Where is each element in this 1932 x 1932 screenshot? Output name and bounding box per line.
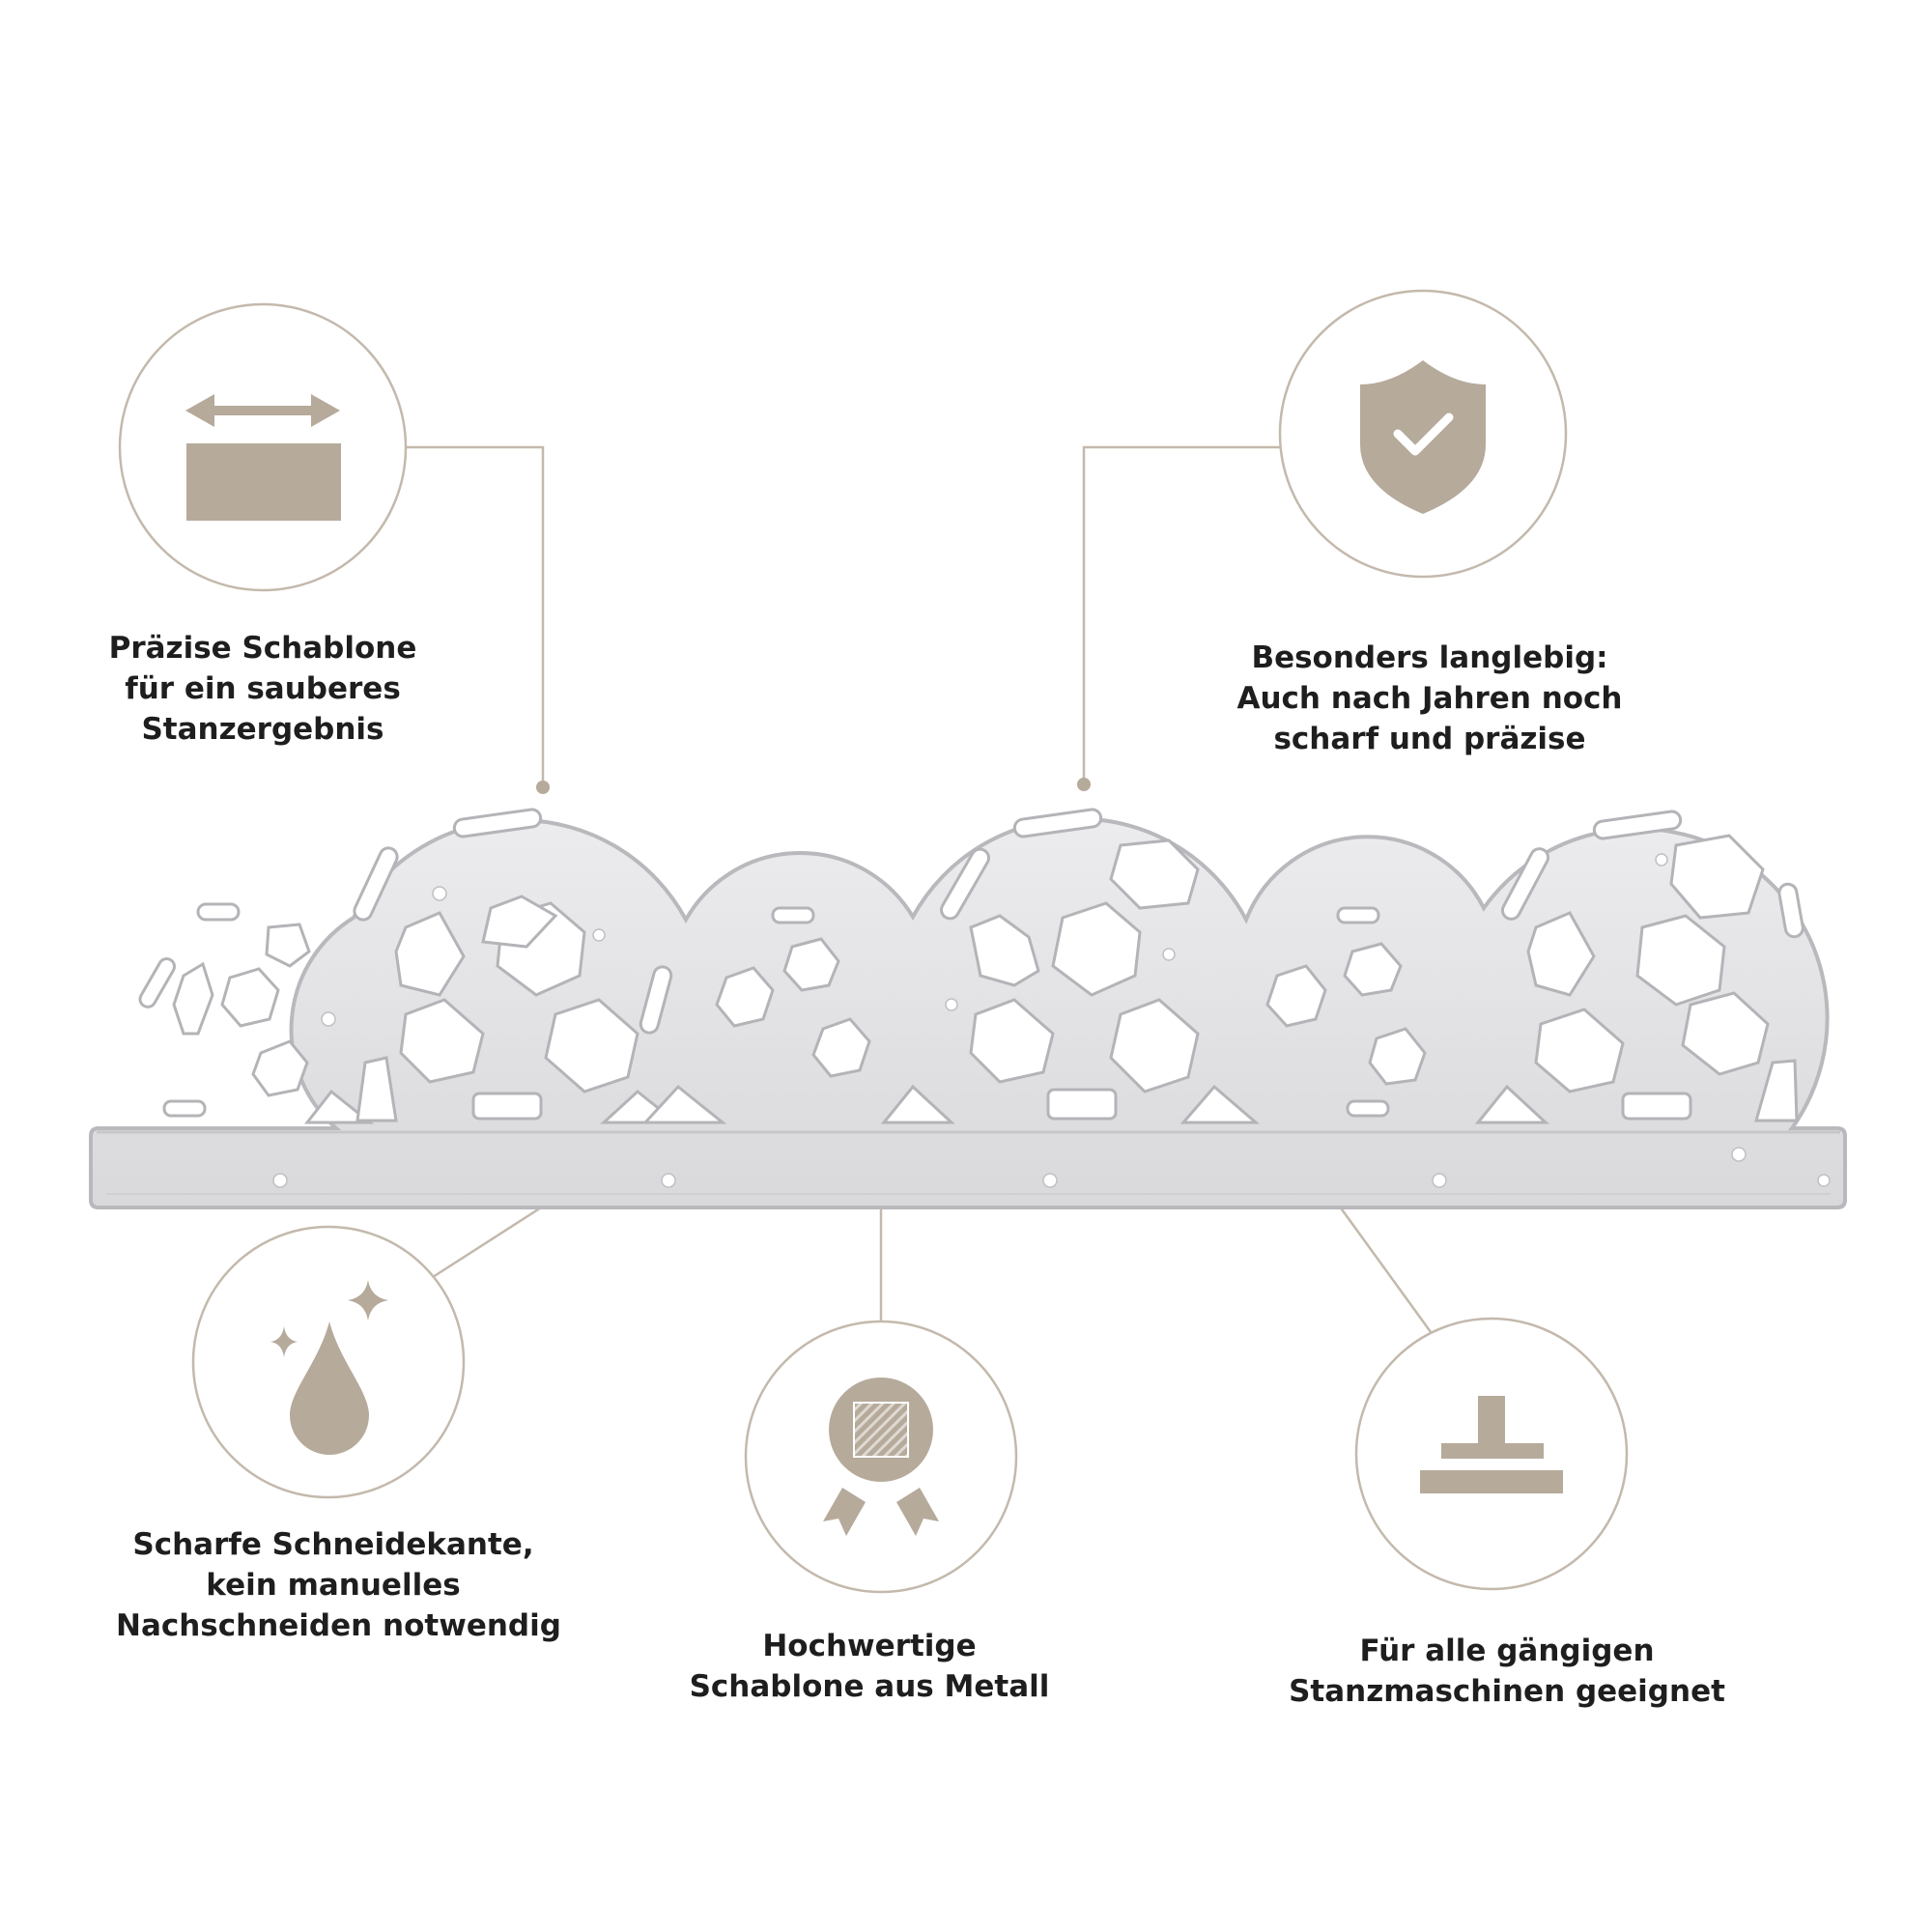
feature-label-metal: Hochwertige Schablone aus Metall: [689, 1629, 1050, 1704]
feature-label-sharp: Scharfe Schneidekante, kein manuelles Na…: [116, 1527, 561, 1643]
connector-lines: [406, 445, 1435, 1337]
connector-sharp: [432, 1201, 550, 1279]
shield-check-icon: [1360, 360, 1486, 514]
drop-sparkle-icon: [270, 1280, 388, 1455]
feature-label-machines: Für alle gängigen Stanzmaschinen geeigne…: [1289, 1634, 1725, 1709]
width-arrow-icon: [185, 394, 341, 521]
die-press-icon: [1420, 1396, 1563, 1493]
die-pin-holes: [272, 853, 1831, 1188]
die-cutouts: [138, 808, 1804, 1124]
medal-badge-icon: [823, 1378, 939, 1536]
feature-label-durable: Besonders langlebig: Auch nach Jahren no…: [1236, 640, 1623, 756]
connector-machines: [1335, 1202, 1435, 1337]
feature-label-precise: Präzise Schablone für ein sauberes Stanz…: [108, 631, 417, 747]
football-border-die: [89, 808, 1847, 1209]
connector-precise: [406, 445, 545, 787]
connector-durable: [1082, 445, 1283, 784]
